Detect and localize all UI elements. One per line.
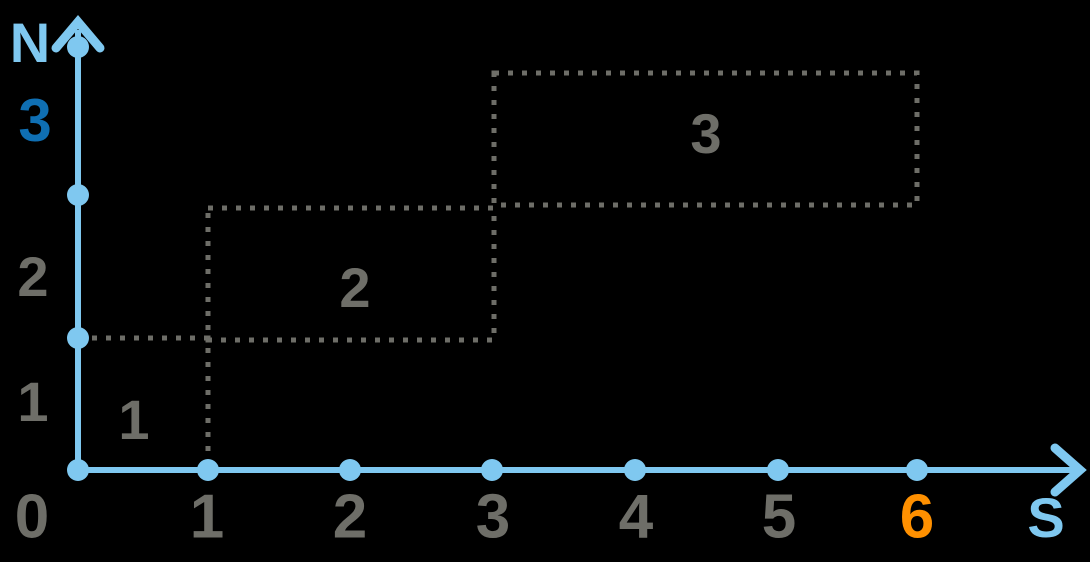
box-1-label: 1: [118, 388, 149, 451]
x-tick-label-6: 6: [900, 482, 934, 551]
x-tick-dot-5: [767, 459, 789, 481]
y-tick-dot-upper: [67, 184, 89, 206]
x-tick-label-5: 5: [762, 482, 796, 551]
box-3-outline: [491, 70, 920, 208]
x-tick-dot-2: [339, 459, 361, 481]
x-axis-name-label: S: [1027, 486, 1064, 549]
x-tick-dot-4: [624, 459, 646, 481]
y-tick-label-1: 1: [17, 370, 48, 433]
x-tick-label-1: 1: [190, 482, 224, 551]
x-tick-dot-1: [197, 459, 219, 481]
x-tick-dot-0: [67, 459, 89, 481]
x-tick-label-2: 2: [333, 482, 367, 551]
box-group: [75, 70, 920, 473]
x-axis-tick-dots: [67, 459, 928, 481]
x-tick-label-3: 3: [476, 482, 510, 551]
box-3-label: 3: [690, 102, 721, 165]
x-tick-dot-3: [481, 459, 503, 481]
y-tick-label-2: 2: [17, 245, 48, 308]
y-axis-arrowhead-icon: [51, 15, 105, 53]
y-axis-arrow-dot: [67, 36, 89, 58]
x-tick-label-4: 4: [619, 482, 654, 551]
y-tick-dot-lower: [67, 327, 89, 349]
x-axis-arrowhead-icon: [1050, 443, 1087, 497]
y-tick-label-3: 3: [18, 87, 51, 154]
y-axis-tick-dots: [67, 36, 89, 349]
x-tick-dot-6: [906, 459, 928, 481]
x-tick-label-0: 0: [15, 482, 49, 551]
y-axis-name-label: N: [10, 11, 50, 74]
box-2-outline: [205, 205, 497, 343]
box-2-label: 2: [339, 256, 370, 319]
y-axis: [51, 15, 105, 470]
